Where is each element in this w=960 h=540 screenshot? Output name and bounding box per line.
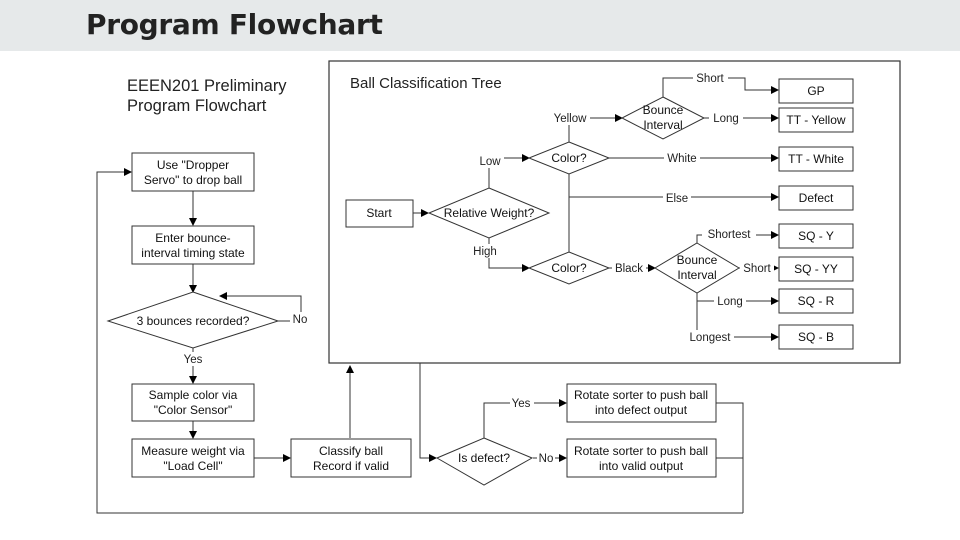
drop-line2: Servo" to drop ball [144,173,242,187]
gp-text: GP [807,84,824,98]
defect-line1: Rotate sorter to push ball [574,388,708,402]
tt-white-text: TT - White [788,152,844,166]
longest-label: Longest [690,332,732,344]
drop-ball-box [131,152,255,192]
short-top-label: Short [696,73,724,85]
black-label: Black [615,263,643,275]
valid-line2: into valid output [599,459,684,473]
sq-y-text: SQ - Y [798,229,834,243]
left-heading-line1: EEEN201 Preliminary [127,77,287,95]
sq-b-text: SQ - B [798,330,834,344]
timing-state-box [131,225,255,265]
defect-no-label: No [539,453,554,465]
shortest-label: Shortest [708,229,752,241]
classify-line1: Classify ball [319,444,383,458]
high-label: High [473,246,497,258]
classify-line2: Record if valid [313,459,389,473]
tt-yellow-text: TT - Yellow [786,113,845,127]
bounce-bottom-line2: Interval [677,268,716,282]
tt-yellow-output [778,107,854,133]
sample-color-box [131,383,255,422]
tt-white-output [778,146,854,172]
color-bottom-text: Color? [551,261,587,275]
weight-line2: "Load Cell" [163,459,222,473]
color-line2: "Color Sensor" [154,403,233,417]
else-label: Else [666,193,688,205]
start-text: Start [366,206,392,220]
relative-weight-text: Relative Weight? [444,206,535,220]
defect-line2: into defect output [595,403,688,417]
defect-yes-label: Yes [512,398,531,410]
sq-r-text: SQ - R [798,294,835,308]
short-bottom-label: Short [743,263,771,275]
defect-text: Defect [799,191,834,205]
classify-box [290,438,412,478]
is-defect-text: Is defect? [458,451,510,465]
start-box [345,199,414,228]
gp-output [778,78,854,104]
sq-yy-text: SQ - YY [794,262,838,276]
sq-r-output [778,288,854,314]
defect-output-box [566,383,717,423]
left-heading-line2: Program Flowchart [127,97,267,115]
color-top-text: Color? [551,151,587,165]
color-decision-bottom [527,251,611,285]
bounce-decision-bottom [654,242,740,294]
color-decision-top [527,141,611,175]
white-label: White [667,153,696,165]
bounce-decision-top [620,96,706,140]
sq-y-output [778,223,854,249]
sq-yy-output [778,256,854,282]
color-line1: Sample color via [149,388,238,402]
sq-b-output [778,324,854,350]
no-label: No [293,314,308,326]
valid-line1: Rotate sorter to push ball [574,444,708,458]
title-bar [0,0,960,51]
is-defect-decision [435,437,534,486]
bounce-bottom-line1: Bounce [677,253,718,267]
tree-title: Ball Classification Tree [350,75,502,92]
page-title: Program Flowchart [86,8,383,41]
relative-weight-decision [427,187,551,239]
weight-line1: Measure weight via [141,444,245,458]
timing-line2: interval timing state [141,246,245,260]
low-label: Low [479,156,501,168]
defect-output [778,185,854,211]
bounces-text: 3 bounces recorded? [137,314,250,328]
drop-line1: Use "Dropper [157,158,229,172]
long-bottom-label: Long [717,296,743,308]
valid-output-box [566,438,717,478]
yes-label: Yes [184,354,203,366]
measure-weight-box [131,438,255,478]
yellow-label: Yellow [554,113,588,125]
long-top-label: Long [713,113,739,125]
bounce-top-line2: Interval [643,118,682,132]
timing-line1: Enter bounce- [155,231,230,245]
bounce-top-line1: Bounce [643,103,684,117]
classification-tree-frame [328,60,901,364]
bounces-decision [106,291,280,349]
